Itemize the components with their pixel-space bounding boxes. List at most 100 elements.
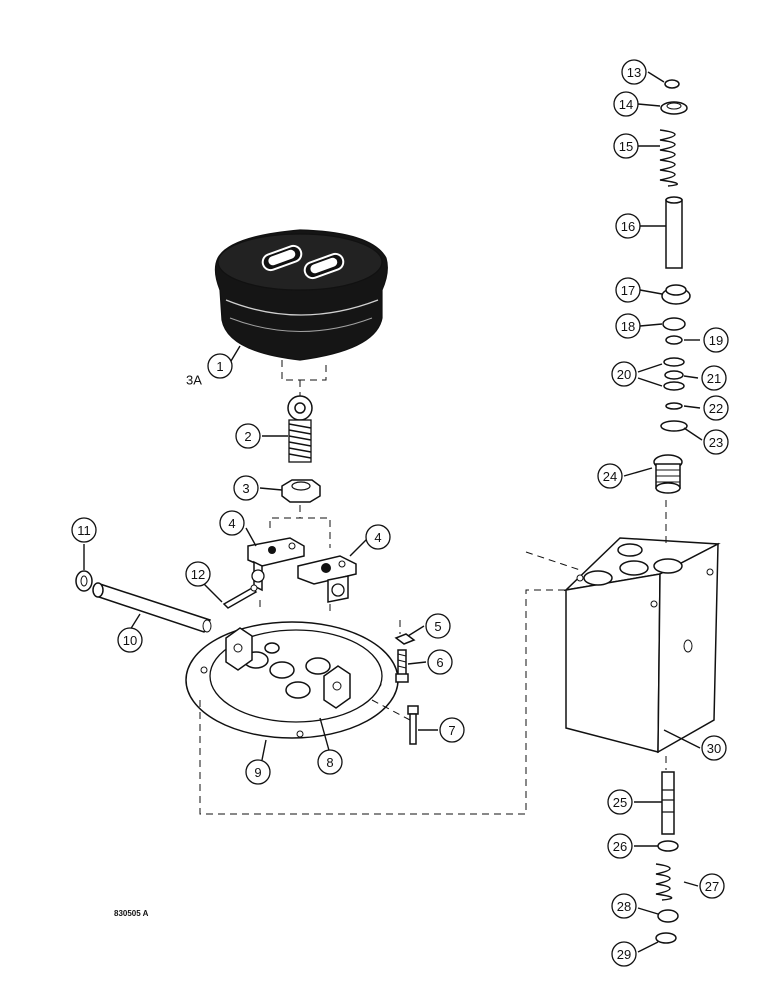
callout-15: 15 bbox=[613, 133, 639, 159]
label-3a: 3A bbox=[186, 373, 202, 388]
callout-number: 21 bbox=[707, 371, 721, 386]
ring-19-part bbox=[665, 335, 683, 345]
callout-2: 2 bbox=[235, 423, 261, 449]
spool-25-part bbox=[661, 771, 675, 835]
callout-number: 29 bbox=[617, 947, 631, 962]
bushing-18-part bbox=[662, 317, 686, 331]
callout-25: 25 bbox=[607, 789, 633, 815]
callout-circle bbox=[439, 717, 465, 743]
callout-number: 5 bbox=[434, 619, 441, 634]
callout-19: 19 bbox=[703, 327, 729, 353]
callout-circle bbox=[207, 353, 233, 379]
callout-number: 25 bbox=[613, 795, 627, 810]
bolt-long-part bbox=[407, 705, 419, 745]
callout-number: 2 bbox=[244, 429, 251, 444]
callout-6: 6 bbox=[427, 649, 453, 675]
callout-number: 9 bbox=[254, 765, 261, 780]
pivot-bracket-right bbox=[297, 555, 357, 603]
callout-16: 16 bbox=[615, 213, 641, 239]
callout-13: 13 bbox=[621, 59, 647, 85]
callout-29: 29 bbox=[611, 941, 637, 967]
callout-18: 18 bbox=[615, 313, 641, 339]
callout-28: 28 bbox=[611, 893, 637, 919]
cotter-pin-part bbox=[222, 584, 258, 609]
callout-circle bbox=[699, 873, 725, 899]
drawing-code: 830505 A bbox=[114, 909, 149, 918]
callout-number: 24 bbox=[603, 469, 617, 484]
callout-circle bbox=[615, 313, 641, 339]
callout-circle bbox=[245, 759, 271, 785]
callout-number: 28 bbox=[617, 899, 631, 914]
callout-21: 21 bbox=[701, 365, 727, 391]
callout-circle bbox=[607, 833, 633, 859]
callout-number: 3 bbox=[242, 481, 249, 496]
callout-circle bbox=[233, 475, 259, 501]
callout-number: 7 bbox=[448, 723, 455, 738]
callout-circle bbox=[621, 59, 647, 85]
callout-circle bbox=[613, 133, 639, 159]
callout-number: 27 bbox=[705, 879, 719, 894]
washer-part bbox=[75, 570, 93, 592]
callout-number: 26 bbox=[613, 839, 627, 854]
callout-number: 20 bbox=[617, 367, 631, 382]
callout-1: 1 bbox=[207, 353, 233, 379]
spring-seat-14-part bbox=[660, 101, 688, 115]
ring-20-part bbox=[663, 357, 685, 391]
nut-part bbox=[394, 633, 416, 645]
leader-lines bbox=[83, 71, 703, 953]
retainer-28-part bbox=[657, 909, 679, 923]
callout-circle bbox=[701, 365, 727, 391]
callout-number: 12 bbox=[191, 567, 205, 582]
callout-number: 4 bbox=[374, 530, 381, 545]
callout-12: 12 bbox=[185, 561, 211, 587]
callout-circle bbox=[703, 327, 729, 353]
callout-24: 24 bbox=[597, 463, 623, 489]
callout-circle bbox=[185, 561, 211, 587]
callout-23: 23 bbox=[703, 429, 729, 455]
callout-circle bbox=[365, 524, 391, 550]
callout-10: 10 bbox=[117, 627, 143, 653]
callout-circle bbox=[597, 463, 623, 489]
callout-circle bbox=[615, 277, 641, 303]
callout-3: 3 bbox=[233, 475, 259, 501]
spring-seat-26-part bbox=[657, 840, 679, 852]
spring-15-part bbox=[659, 129, 678, 187]
valve-body-part bbox=[563, 537, 721, 754]
callout-circle bbox=[703, 429, 729, 455]
callout-30: 30 bbox=[701, 735, 727, 761]
plunger-16-part bbox=[665, 196, 683, 269]
callout-9: 9 bbox=[245, 759, 271, 785]
callout-number: 22 bbox=[709, 401, 723, 416]
callout-circle bbox=[427, 649, 453, 675]
plug-24-part bbox=[653, 454, 683, 494]
callout-number: 10 bbox=[123, 633, 137, 648]
bolt-short-part bbox=[395, 649, 409, 683]
callout-27: 27 bbox=[699, 873, 725, 899]
callout-circle bbox=[611, 361, 637, 387]
callout-number: 14 bbox=[619, 97, 633, 112]
handle-stud-part bbox=[287, 395, 313, 463]
snap-ring-29-part bbox=[655, 932, 677, 944]
callout-circle bbox=[235, 423, 261, 449]
callout-7: 7 bbox=[439, 717, 465, 743]
guide-17-part bbox=[661, 284, 691, 305]
callout-circle bbox=[703, 395, 729, 421]
callout-4: 4 bbox=[219, 510, 245, 536]
callout-8: 8 bbox=[317, 749, 343, 775]
callout-26: 26 bbox=[607, 833, 633, 859]
callout-circle bbox=[219, 510, 245, 536]
callout-number: 18 bbox=[621, 319, 635, 334]
callout-4: 4 bbox=[365, 524, 391, 550]
callout-circle bbox=[117, 627, 143, 653]
ring-21-part bbox=[664, 370, 684, 380]
callout-number: 23 bbox=[709, 435, 723, 450]
o-ring-23-part bbox=[660, 420, 688, 432]
callout-20: 20 bbox=[611, 361, 637, 387]
callout-number: 16 bbox=[621, 219, 635, 234]
callout-circle bbox=[607, 789, 633, 815]
pivot-bracket-left bbox=[247, 537, 305, 592]
callout-number: 6 bbox=[436, 655, 443, 670]
